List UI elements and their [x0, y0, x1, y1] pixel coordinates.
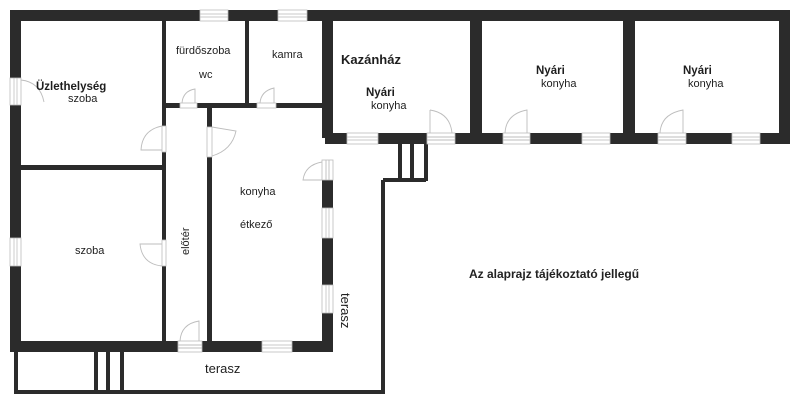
- wall-right-annex: [779, 10, 790, 144]
- wall-int-v2b: [207, 157, 212, 346]
- step-4: [94, 352, 98, 392]
- room-label-nyari-2: Nyári: [536, 65, 565, 77]
- wall-left-2: [10, 105, 21, 238]
- window-left-uzlet: [9, 77, 22, 106]
- wall-bottom-2: [202, 341, 262, 352]
- wall-annex-partition-2: [623, 10, 635, 144]
- wall-int-v2a: [207, 108, 212, 127]
- step-6: [120, 352, 124, 392]
- wall-top-annex: [325, 10, 790, 21]
- wall-bottom-3: [292, 341, 333, 352]
- room-label-konyha: konyha: [240, 186, 276, 198]
- window-konyha-east-2: [321, 284, 334, 314]
- window-nyari-3: [731, 132, 761, 145]
- wall-konyha-east-2: [322, 238, 333, 285]
- wall-int-v1c: [162, 266, 166, 346]
- room-label-kazanhaz: Kazánház: [341, 52, 401, 67]
- window-kazanhaz: [346, 132, 379, 145]
- door-eloter-terasz[interactable]: [177, 320, 203, 353]
- door-nyari-konyha-2[interactable]: [502, 109, 531, 145]
- wall-top-left: [10, 10, 200, 21]
- room-label-eloter: előtér: [180, 227, 192, 255]
- wall-top-right-main: [307, 10, 335, 21]
- room-label-konyha-3: konyha: [688, 78, 724, 90]
- step-2: [410, 144, 414, 181]
- step-1: [398, 144, 402, 181]
- wall-annex-partition-1: [470, 10, 482, 144]
- door-furdoszoba[interactable]: [179, 88, 198, 109]
- door-konyha-terasz[interactable]: [302, 159, 334, 181]
- room-label-terasz-vertical: terasz: [338, 293, 353, 329]
- wall-konyha-east-1: [322, 180, 333, 208]
- wall-annex-bottom-6: [686, 133, 732, 144]
- wall-int-h3: [276, 103, 322, 108]
- door-szoba-eloter[interactable]: [139, 239, 167, 267]
- room-label-konyha-2: konyha: [541, 78, 577, 90]
- room-label-wc: wc: [199, 69, 213, 81]
- disclaimer-note: Az alaprajz tájékoztató jellegű: [469, 267, 640, 281]
- wall-annex-bottom-2: [378, 133, 427, 144]
- wall-int-h-szoba: [21, 165, 162, 170]
- wall-top-mid: [228, 10, 278, 21]
- wall-int-h1: [166, 103, 180, 108]
- window-top-kamra: [277, 9, 308, 22]
- door-eloter-konyha[interactable]: [206, 126, 237, 158]
- room-label-furdoszoba: fürdőszoba: [176, 45, 231, 57]
- wall-stub: [333, 133, 347, 144]
- wall-int-h2: [197, 103, 257, 108]
- room-label-szoba: szoba: [75, 245, 105, 257]
- wall-int-v-furdo-kamra: [245, 21, 249, 105]
- terrace-outline: [14, 180, 385, 394]
- step-3: [424, 144, 428, 181]
- window-left-szoba: [9, 237, 22, 267]
- wall-main-right-upper: [322, 10, 333, 138]
- room-label-uzlethelyseg-szoba: szoba: [68, 93, 98, 105]
- room-label-uzlethelyseg: Üzlethelység: [36, 81, 107, 93]
- room-label-kazanhaz-konyha: konyha: [371, 100, 407, 112]
- wall-left-1: [10, 10, 21, 78]
- wall-konyha-east-3: [322, 313, 333, 352]
- room-label-kamra: kamra: [272, 49, 303, 61]
- wall-annex-bottom-4: [530, 133, 582, 144]
- step-5: [106, 352, 110, 392]
- room-label-terasz-bottom: terasz: [205, 361, 241, 376]
- wall-int-v1a: [162, 21, 166, 126]
- door-arc-uzlet-left: [20, 79, 45, 103]
- window-nyari-2: [581, 132, 611, 145]
- window-top-furdo: [199, 9, 229, 22]
- wall-left-3: [10, 266, 21, 351]
- door-kamra[interactable]: [256, 87, 277, 109]
- room-label-etkezo: étkező: [240, 219, 273, 231]
- window-konyha-east-1: [321, 207, 334, 239]
- window-konyha-south: [261, 340, 293, 353]
- wall-annex-bottom-7: [760, 133, 790, 144]
- wall-bottom-1: [10, 341, 178, 352]
- room-label-kazanhaz-nyari: Nyári: [366, 87, 395, 99]
- wall-int-v1b: [162, 152, 166, 240]
- door-uzlet-eloter[interactable]: [140, 125, 167, 153]
- room-label-nyari-3: Nyári: [683, 65, 712, 77]
- door-kazanhaz[interactable]: [426, 109, 456, 145]
- door-nyari-konyha-3[interactable]: [657, 109, 687, 145]
